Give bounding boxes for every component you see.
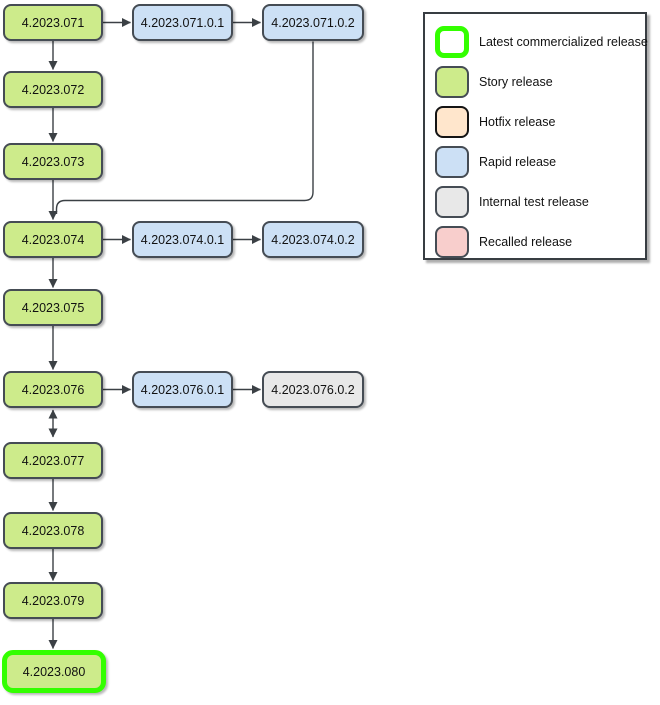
legend-item-label: Internal test release	[479, 195, 589, 209]
node-4.2023.074.0.2: 4.2023.074.0.2	[262, 221, 364, 258]
legend-item-story: Story release	[425, 62, 645, 102]
node-label: 4.2023.080	[22, 664, 86, 679]
legend-swatch-rapid	[435, 146, 469, 178]
node-label: 4.2023.071	[21, 15, 85, 30]
legend-swatch-recalled	[435, 226, 469, 258]
node-label: 4.2023.078	[21, 523, 85, 538]
node-4.2023.076.0.1: 4.2023.076.0.1	[132, 371, 233, 408]
legend-item-rapid: Rapid release	[425, 142, 645, 182]
legend-item-label: Recalled release	[479, 235, 573, 249]
legend-item-latest: Latest commercialized release	[425, 22, 648, 62]
node-label: 4.2023.073	[21, 154, 85, 169]
node-label: 4.2023.079	[21, 593, 85, 608]
node-label: 4.2023.075	[21, 300, 85, 315]
node-4.2023.073: 4.2023.073	[3, 143, 103, 180]
node-4.2023.080: 4.2023.080	[2, 650, 106, 693]
node-4.2023.071: 4.2023.071	[3, 4, 103, 41]
legend-swatch-internal	[435, 186, 469, 218]
legend-swatch-latest	[435, 26, 469, 58]
node-4.2023.074: 4.2023.074	[3, 221, 103, 258]
legend-item-recalled: Recalled release	[425, 222, 645, 262]
node-label: 4.2023.076	[21, 382, 85, 397]
legend-item-label: Rapid release	[479, 155, 557, 169]
node-label: 4.2023.076.0.1	[140, 382, 225, 397]
node-label: 4.2023.074.0.2	[271, 232, 355, 247]
node-4.2023.074.0.1: 4.2023.074.0.1	[132, 221, 233, 258]
legend-item-label: Hotfix release	[479, 115, 556, 129]
legend-swatch-story	[435, 66, 469, 98]
node-4.2023.071.0.1: 4.2023.071.0.1	[132, 4, 233, 41]
node-4.2023.077: 4.2023.077	[3, 442, 103, 479]
legend-swatch-hotfix	[435, 106, 469, 138]
legend-item-internal: Internal test release	[425, 182, 645, 222]
node-4.2023.071.0.2: 4.2023.071.0.2	[262, 4, 364, 41]
node-label: 4.2023.071.0.2	[271, 15, 355, 30]
node-label: 4.2023.074.0.1	[140, 232, 225, 247]
node-4.2023.078: 4.2023.078	[3, 512, 103, 549]
legend-item-hotfix: Hotfix release	[425, 102, 645, 142]
node-4.2023.079: 4.2023.079	[3, 582, 103, 619]
legend-item-label: Latest commercialized release	[479, 35, 648, 49]
node-label: 4.2023.076.0.2	[271, 382, 355, 397]
node-4.2023.076: 4.2023.076	[3, 371, 103, 408]
legend-item-label: Story release	[479, 75, 553, 89]
node-4.2023.072: 4.2023.072	[3, 71, 103, 108]
node-label: 4.2023.074	[21, 232, 85, 247]
edge-v071_0_2-v074	[55, 41, 314, 214]
node-label: 4.2023.077	[21, 453, 85, 468]
node-label: 4.2023.071.0.1	[140, 15, 225, 30]
node-label: 4.2023.072	[21, 82, 85, 97]
node-4.2023.076.0.2: 4.2023.076.0.2	[262, 371, 364, 408]
node-4.2023.075: 4.2023.075	[3, 289, 103, 326]
